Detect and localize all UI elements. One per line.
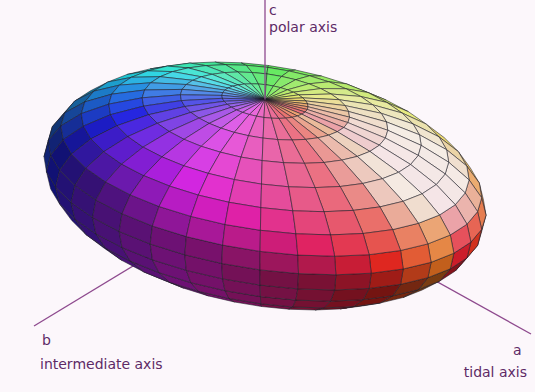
mesh-face xyxy=(296,289,335,301)
mesh-face xyxy=(272,118,293,140)
axis-line xyxy=(265,186,531,334)
mesh-face xyxy=(296,234,335,256)
mesh-face xyxy=(289,187,324,212)
mesh-face xyxy=(331,288,370,301)
mesh-face xyxy=(191,195,229,224)
mesh-face xyxy=(324,210,363,235)
mesh-face xyxy=(363,230,401,255)
mesh-face xyxy=(335,255,372,275)
axis-label: tidal axis xyxy=(464,364,527,381)
axis-label: b xyxy=(42,332,51,349)
mesh-face xyxy=(260,208,296,234)
mesh-face xyxy=(331,234,370,257)
mesh-face xyxy=(298,255,336,275)
axis-label: polar axis xyxy=(269,19,337,36)
mesh-face xyxy=(260,230,298,255)
mesh-face xyxy=(249,116,265,138)
mesh-face xyxy=(293,211,331,235)
mesh-face xyxy=(241,136,263,161)
mesh-face xyxy=(265,99,292,118)
mesh-face xyxy=(284,163,316,188)
mesh-face xyxy=(257,99,265,117)
mesh-face xyxy=(335,273,372,290)
axis-label: c xyxy=(269,2,277,19)
axis-line xyxy=(34,186,265,326)
mesh-face xyxy=(225,202,261,230)
mesh-face xyxy=(180,89,222,95)
axis-label: a xyxy=(513,342,522,359)
mesh-face xyxy=(145,83,187,90)
axis-line xyxy=(264,0,265,99)
mesh-face xyxy=(278,140,305,164)
axis-label: intermediate axis xyxy=(40,356,163,373)
mesh-face xyxy=(261,184,293,211)
mesh-face xyxy=(223,90,265,99)
mesh-face xyxy=(265,99,279,118)
mesh-face xyxy=(298,274,336,290)
mesh-face xyxy=(265,99,286,118)
